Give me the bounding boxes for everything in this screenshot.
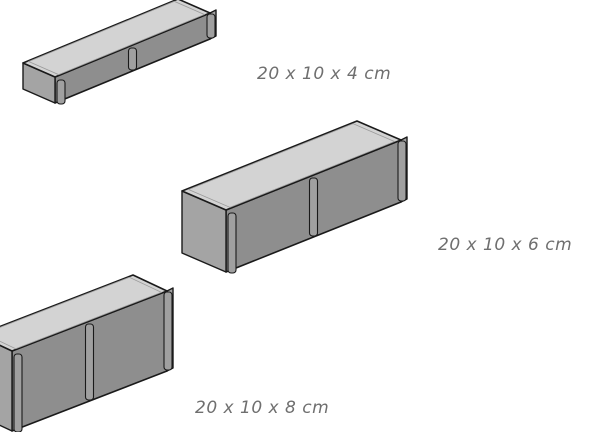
brick-6cm-corner-nub-right xyxy=(397,140,407,202)
brick-6cm xyxy=(181,120,408,274)
brick-8cm-dimension-label: 20 x 10 x 8 cm xyxy=(195,398,330,418)
brick-4cm-top-chamfer xyxy=(27,0,206,76)
brick-4cm-corner-nub-left xyxy=(56,79,66,105)
brick-6cm-dimension-label: 20 x 10 x 6 cm xyxy=(438,235,573,255)
brick-4cm-dimension-label: 20 x 10 x 4 cm xyxy=(257,64,392,84)
brick-4cm xyxy=(22,0,217,105)
brick-8cm-top-chamfer xyxy=(0,276,163,350)
brick-6cm-spacer-nub xyxy=(308,177,319,237)
brick-4cm-top-face xyxy=(22,0,211,78)
brick-8cm xyxy=(0,274,174,432)
brick-6cm-top-chamfer xyxy=(187,123,396,208)
brick-8cm-corner-nub-left xyxy=(13,353,23,432)
brick-6cm-top-face xyxy=(181,120,402,211)
brick-8cm-spacer-nub xyxy=(84,323,95,401)
brick-8cm-corner-nub-right xyxy=(163,291,173,371)
brick-8cm-top-face xyxy=(0,274,168,352)
brick-6cm-corner-nub-left xyxy=(227,212,237,274)
brick-4cm-corner-nub-right xyxy=(206,13,216,39)
brick-4cm-spacer-nub xyxy=(127,47,138,71)
